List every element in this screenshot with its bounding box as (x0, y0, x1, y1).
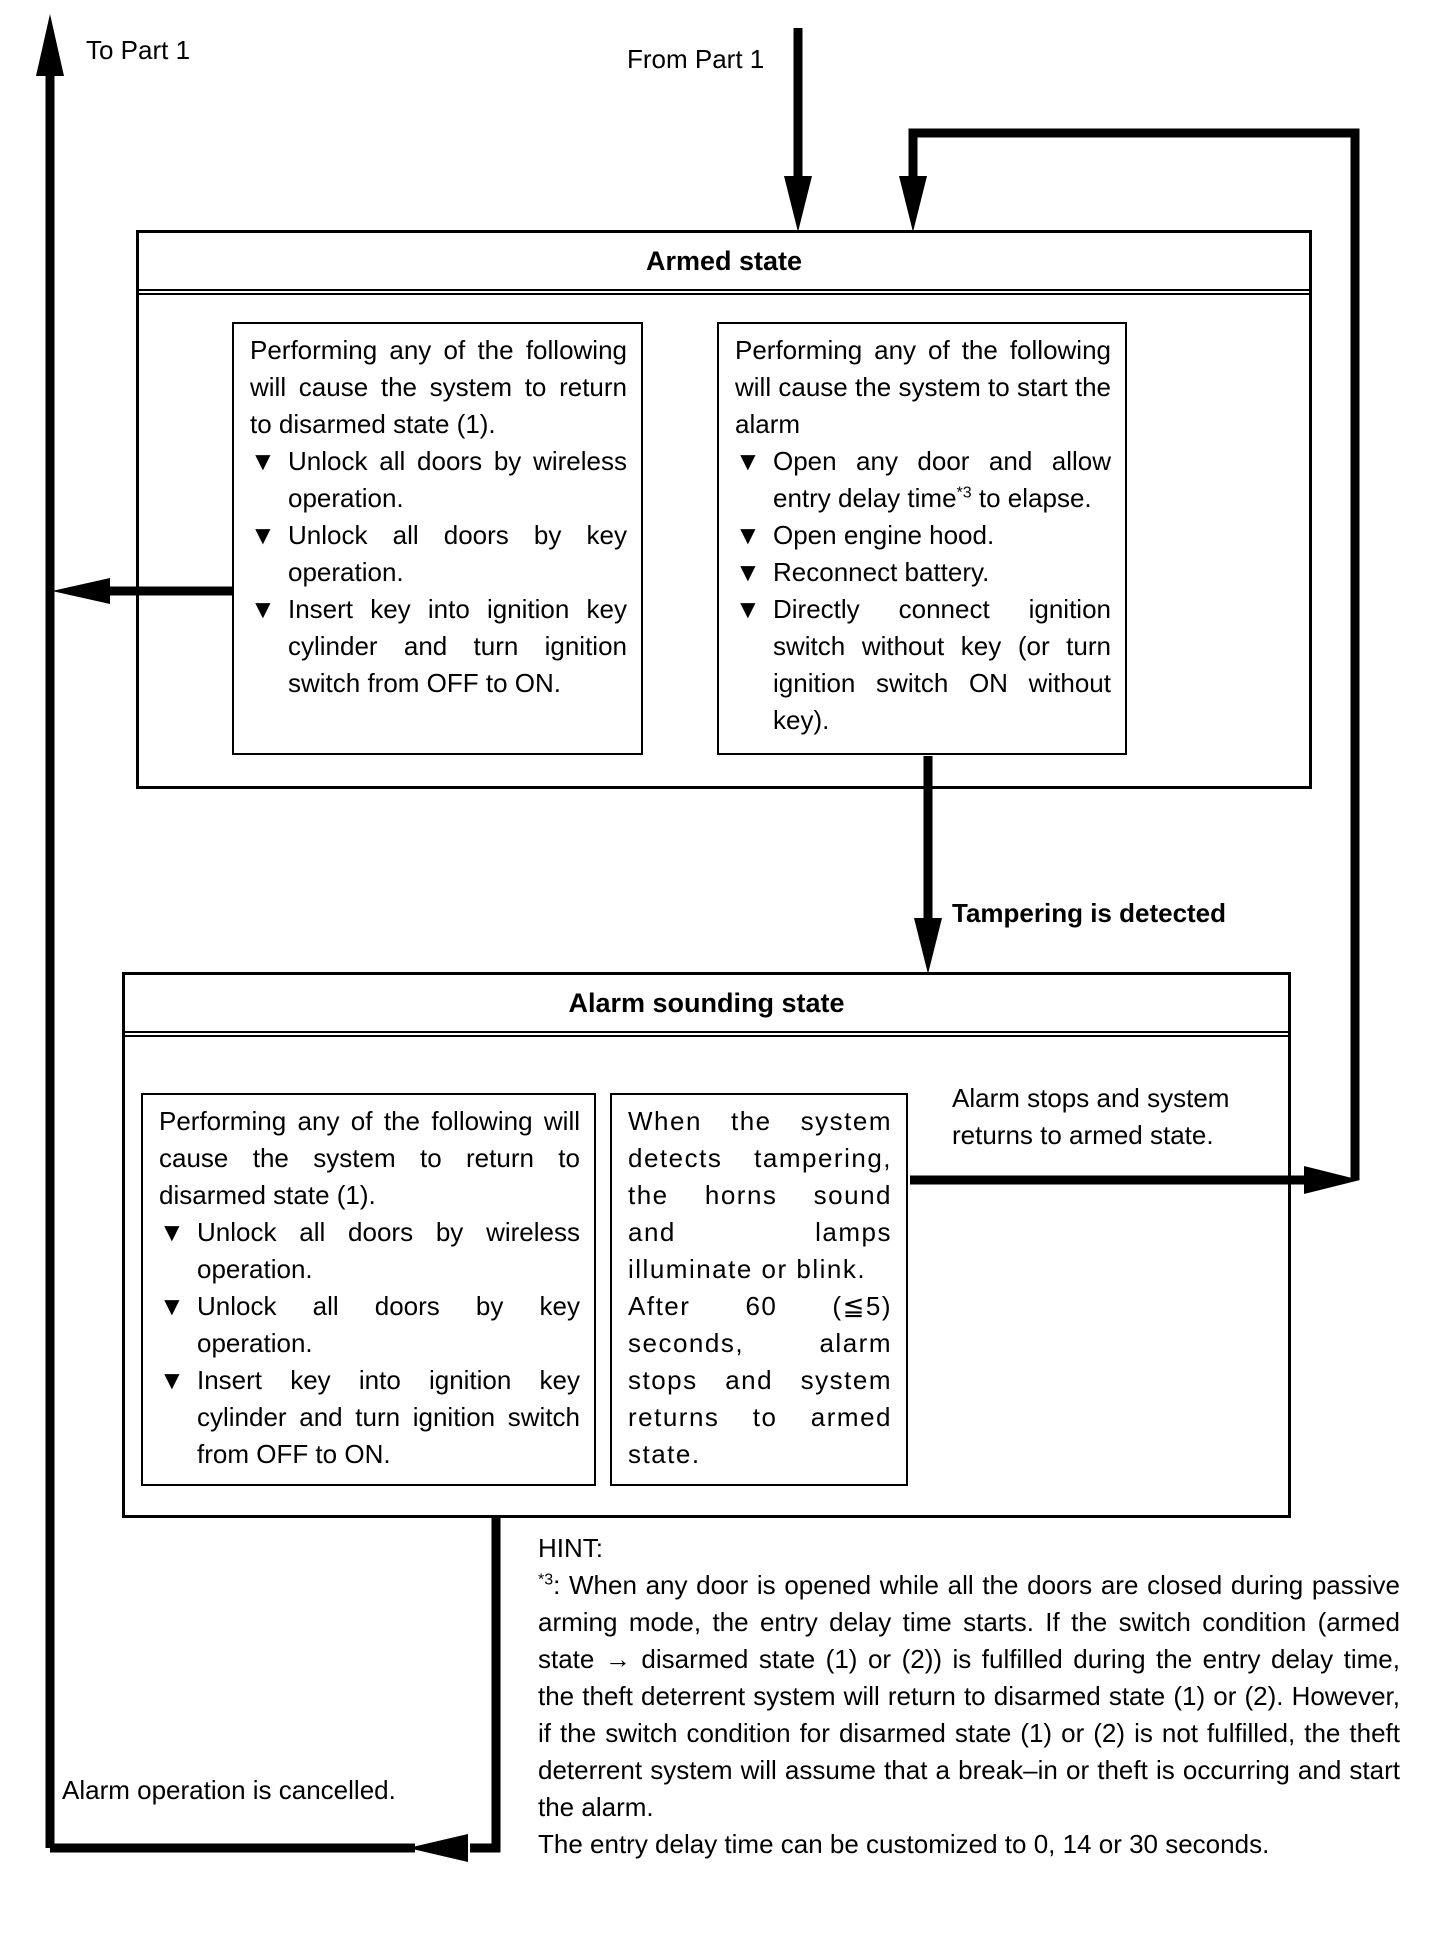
list-item: ▼ Open engine hood. (735, 517, 1111, 554)
return-to-armed-line (908, 128, 1360, 1180)
triangle-bullet-icon: ▼ (250, 446, 276, 476)
to-part1-arrowhead (36, 14, 64, 76)
alarm-info-para2: After 60 (≦5) seconds, alarm stops and s… (628, 1291, 892, 1469)
triangle-bullet-icon: ▼ (735, 520, 761, 550)
list-item-text: Unlock all doors by key operation. (288, 520, 627, 587)
armed-return-list: ▼ Unlock all doors by wireless operation.… (250, 443, 627, 702)
list-item: ▼ Insert key into ignition key cylinder a… (159, 1362, 580, 1473)
list-item-text: Insert key into ignition key cylinder an… (197, 1365, 580, 1469)
list-item: ▼ Reconnect battery. (735, 554, 1111, 591)
cancelled-arrowhead (408, 1834, 468, 1862)
list-item: ▼ Unlock all doors by wireless operation. (250, 443, 627, 517)
cancelled-line (470, 1518, 501, 1853)
list-item-text: Open engine hood. (773, 520, 995, 550)
alarm-state-box: Alarm sounding state (122, 972, 1291, 1518)
armed-disarm-arrowhead (52, 578, 110, 604)
alarm-info-para1: When the system detects tampering, the h… (628, 1106, 892, 1284)
triangle-bullet-icon: ▼ (159, 1291, 185, 1321)
alarm-stops-arrowhead (1304, 1166, 1360, 1194)
armed-alarm-list: ▼ Open any door and allow entry delay tim… (735, 443, 1111, 739)
tampering-arrowhead (914, 918, 942, 974)
list-item-text: Directly connect ignition switch without… (773, 594, 1111, 735)
triangle-bullet-icon: ▼ (250, 520, 276, 550)
hint-note-text: : When any door is opened while all the … (538, 1570, 1400, 1822)
list-item: ▼ Unlock all doors by key operation. (159, 1288, 580, 1362)
list-item: ▼ Insert key into ignition key cylinder a… (250, 591, 627, 702)
list-item-text: Unlock all doors by wireless operation. (197, 1217, 580, 1284)
list-item: ▼ Unlock all doors by wireless operation. (159, 1214, 580, 1288)
alarm-stops-label: Alarm stops and system returns to armed … (952, 1083, 1230, 1150)
list-item-text: Reconnect battery. (773, 557, 990, 587)
list-item-text-pre: Open any door and allow entry delay time (773, 446, 1111, 513)
list-item-text-post: to elapse. (971, 483, 1092, 513)
hint-note: *3: When any door is opened while all th… (538, 1567, 1400, 1826)
hint-last-line: The entry delay time can be customized t… (538, 1829, 1270, 1859)
armed-alarm-intro: Performing any of the following will cau… (735, 335, 1111, 439)
triangle-bullet-icon: ▼ (735, 446, 761, 476)
alarm-state-title: Alarm sounding state (568, 988, 845, 1018)
alarm-info-box: When the system detects tampering, the h… (610, 1093, 908, 1486)
armed-state-title: Armed state (645, 246, 803, 276)
hint-heading: HINT: (538, 1533, 603, 1563)
armed-state-box: Armed state (136, 230, 1312, 789)
list-item: ▼ Open any door and allow entry delay tim… (735, 443, 1111, 517)
armed-state-title-rule (139, 289, 1309, 295)
footnote-mark: *3 (538, 1571, 554, 1589)
to-part1-label: To Part 1 (86, 35, 191, 65)
triangle-bullet-icon: ▼ (735, 594, 761, 624)
list-item-text: Unlock all doors by wireless operation. (288, 446, 627, 513)
triangle-bullet-icon: ▼ (735, 557, 761, 587)
armed-alarm-box: Performing any of the following will cau… (717, 322, 1127, 755)
return-armed-arrowhead (899, 176, 927, 232)
armed-return-box: Performing any of the following will cau… (232, 322, 643, 755)
from-part1-arrowhead (784, 176, 812, 232)
triangle-bullet-icon: ▼ (250, 594, 276, 624)
from-part1-label: From Part 1 (627, 44, 765, 74)
list-item-text: Insert key into ignition key cylinder an… (288, 594, 627, 698)
alarm-return-intro: Performing any of the following will cau… (159, 1106, 580, 1210)
tampering-label: Tampering is detected (952, 898, 1227, 928)
list-item: ▼ Directly connect ignition switch withou… (735, 591, 1111, 739)
footnote-mark: *3 (956, 484, 972, 502)
cancelled-label: Alarm operation is cancelled. (62, 1775, 396, 1805)
triangle-bullet-icon: ▼ (159, 1365, 185, 1395)
triangle-bullet-icon: ▼ (159, 1217, 185, 1247)
alarm-return-box: Performing any of the following will cau… (141, 1093, 596, 1486)
hint-section: HINT: *3: When any door is opened while … (538, 1530, 1400, 1863)
alarm-state-title-rule (125, 1031, 1288, 1037)
list-item: ▼ Unlock all doors by key operation. (250, 517, 627, 591)
list-item-text: Unlock all doors by key operation. (197, 1291, 580, 1358)
alarm-return-list: ▼ Unlock all doors by wireless operation.… (159, 1214, 580, 1473)
armed-return-intro: Performing any of the following will cau… (250, 335, 627, 439)
